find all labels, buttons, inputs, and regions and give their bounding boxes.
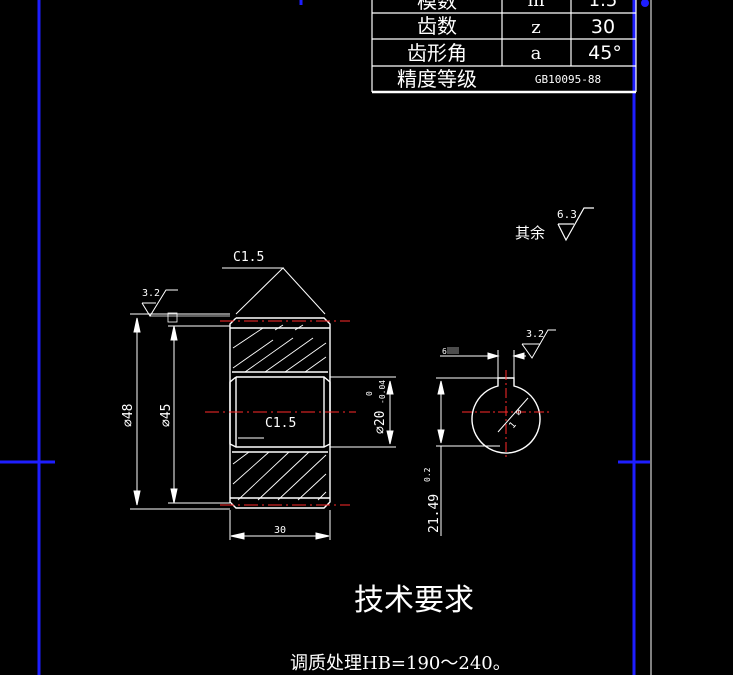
- table-row-angle-label: 齿形角: [407, 41, 467, 65]
- dim-keyway-tol: 0.2: [423, 467, 432, 482]
- roughness-keyway-value: 3.2: [526, 329, 544, 340]
- keyway-diameter-leader: [497, 397, 529, 433]
- notes-line-1: 调质处理HB=190～240。: [290, 653, 511, 674]
- frame-corner-dot: [641, 0, 649, 7]
- dim-root-diameter: ⌀45: [159, 404, 174, 427]
- roughness-rest-symbol: [557, 207, 594, 242]
- table-row-angle-value: 45°: [588, 42, 622, 64]
- parameter-table: 模数 m 1.5 齿数 z 30 齿形角 a 45° 精度等级 GB10095-…: [371, 0, 637, 94]
- dim-bore-tol-lower: -0.04: [378, 380, 387, 404]
- table-row-teeth-symbol: z: [531, 17, 540, 38]
- table-row-angle-symbol: a: [531, 43, 542, 64]
- table-row-teeth-value: 30: [591, 16, 615, 38]
- dim-bore: ⌀20: [373, 411, 388, 434]
- dim-keyway-depth: 21.49: [427, 494, 442, 533]
- dim-bore-tol-upper: 0: [365, 391, 374, 396]
- notes-heading: 技术要求: [354, 583, 474, 618]
- roughness-left-symbol: [141, 289, 178, 317]
- table-row-teeth-label: 齿数: [417, 14, 457, 38]
- dim-outer-diameter: ⌀48: [121, 404, 136, 427]
- gear-section-view: C1.5 C1.5 3.2 ⌀48 ⌀45: [121, 250, 396, 540]
- table-row-module-symbol: m: [527, 0, 544, 11]
- roughness-rest: 其余 6.3: [515, 207, 594, 242]
- drawing-frame: [0, 0, 650, 675]
- roughness-rest-value: 6.3: [557, 208, 577, 221]
- section-hatching: [232, 324, 327, 501]
- dim-keyway-width: 6: [442, 347, 447, 356]
- keyway-bore-outline: [471, 377, 541, 454]
- dim-width: 30: [274, 525, 286, 536]
- keyway-view: ⌀ 1 6 3.2: [423, 329, 556, 536]
- roughness-rest-label: 其余: [515, 224, 545, 242]
- dim-small-value: 1: [508, 420, 519, 431]
- chamfer-top-label: C1.5: [233, 250, 264, 265]
- table-row-grade-label: 精度等级: [397, 67, 477, 91]
- chamfer-inner-label: C1.5: [265, 416, 296, 431]
- table-row-module-value: 1.5: [589, 0, 618, 11]
- roughness-left-value: 3.2: [142, 288, 160, 299]
- chamfer-top-leader: [222, 267, 285, 315]
- table-row-grade-value: GB10095-88: [535, 73, 601, 86]
- table-row-module-label: 模数: [417, 0, 457, 13]
- dim-small-diameter: ⌀: [514, 407, 526, 418]
